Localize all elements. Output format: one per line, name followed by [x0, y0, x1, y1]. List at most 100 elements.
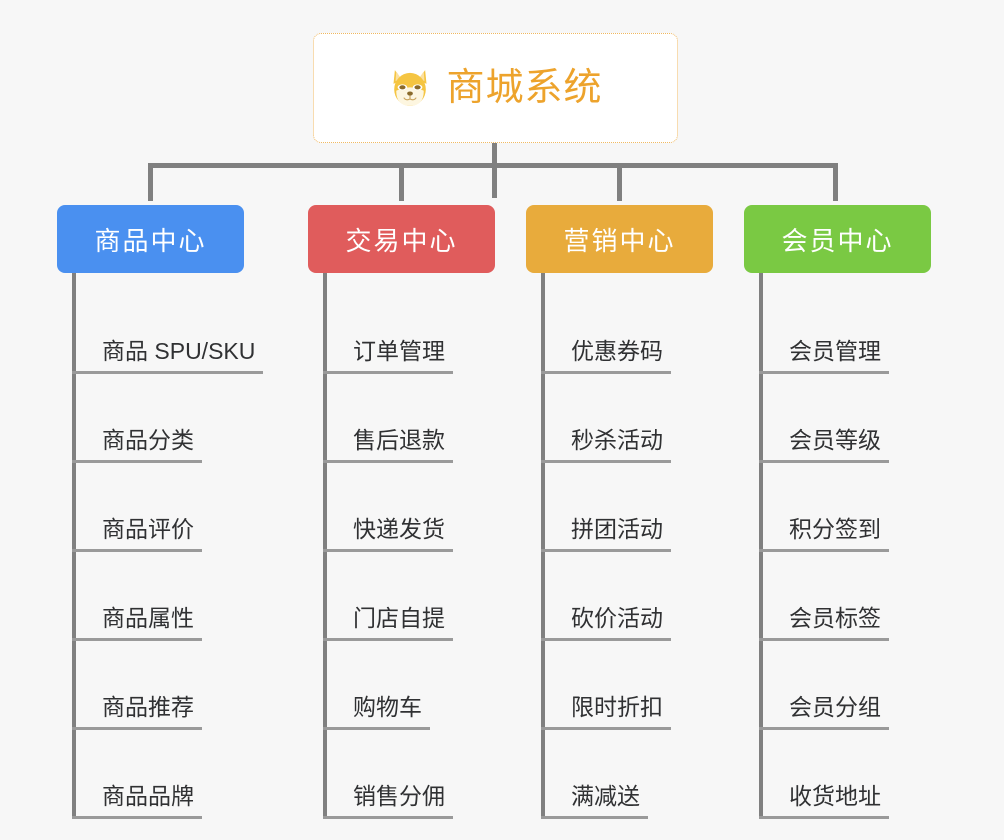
- leaf-item[interactable]: 商品品牌: [57, 730, 307, 819]
- leaf-underline: [541, 371, 671, 374]
- leaf-underline: [759, 727, 889, 730]
- leaf-underline: [541, 816, 648, 819]
- leaf-item[interactable]: 满减送: [526, 730, 744, 819]
- leaf-spine-3: [759, 273, 763, 819]
- connector-root-vertical: [492, 143, 497, 198]
- connector-drop-2: [617, 163, 622, 201]
- leaf-underline: [541, 460, 671, 463]
- category-box-3[interactable]: 会员中心: [744, 205, 931, 273]
- leaf-label: 秒杀活动: [571, 427, 663, 453]
- leaf-underline: [72, 371, 263, 374]
- leaf-label: 积分签到: [789, 516, 881, 542]
- category-label-1: 交易中心: [345, 225, 458, 256]
- leaf-item[interactable]: 商品分类: [57, 374, 307, 463]
- leaf-underline: [72, 816, 202, 819]
- leaf-underline: [541, 549, 671, 552]
- leaf-spine-0: [72, 273, 76, 819]
- leaf-label: 售后退款: [353, 427, 445, 453]
- leaf-label: 拼团活动: [571, 516, 663, 542]
- leaf-label: 商品 SPU/SKU: [102, 338, 256, 364]
- category-box-2[interactable]: 营销中心: [526, 205, 713, 273]
- branch-column-0: 商品中心 商品 SPU/SKU 商品分类 商品评价 商品属性 商品推荐: [57, 205, 307, 819]
- leaf-item[interactable]: 商品属性: [57, 552, 307, 641]
- leaf-label: 商品评价: [102, 516, 194, 542]
- leaf-list-3: 会员管理 会员等级 积分签到 会员标签 会员分组 收货地址: [744, 273, 962, 819]
- leaf-label: 会员分组: [789, 694, 881, 720]
- leaf-item[interactable]: 限时折扣: [526, 641, 744, 730]
- leaf-item[interactable]: 门店自提: [308, 552, 526, 641]
- leaf-label: 商品品牌: [102, 783, 194, 809]
- leaf-underline: [759, 460, 889, 463]
- connector-drop-0: [148, 163, 153, 201]
- leaf-item[interactable]: 会员等级: [744, 374, 962, 463]
- leaf-underline: [541, 638, 671, 641]
- leaf-underline: [72, 638, 202, 641]
- leaf-list-1: 订单管理 售后退款 快递发货 门店自提 购物车 销售分佣: [308, 273, 526, 819]
- leaf-item[interactable]: 快递发货: [308, 463, 526, 552]
- leaf-label: 商品分类: [102, 427, 194, 453]
- leaf-label: 快递发货: [353, 516, 445, 542]
- leaf-item[interactable]: 商品推荐: [57, 641, 307, 730]
- leaf-label: 砍价活动: [571, 605, 663, 631]
- leaf-label: 会员管理: [789, 338, 881, 364]
- leaf-spine-2: [541, 273, 545, 819]
- leaf-item[interactable]: 订单管理: [308, 285, 526, 374]
- leaf-item[interactable]: 秒杀活动: [526, 374, 744, 463]
- leaf-item[interactable]: 购物车: [308, 641, 526, 730]
- leaf-underline: [759, 816, 889, 819]
- root-title: 商城系统: [446, 67, 603, 109]
- leaf-label: 购物车: [353, 694, 422, 720]
- category-label-2: 营销中心: [563, 225, 676, 256]
- leaf-label: 商品推荐: [102, 694, 194, 720]
- leaf-underline: [323, 371, 453, 374]
- branch-column-2: 营销中心 优惠券码 秒杀活动 拼团活动 砍价活动 限时折扣: [526, 205, 744, 819]
- category-box-0[interactable]: 商品中心: [57, 205, 244, 273]
- leaf-item[interactable]: 砍价活动: [526, 552, 744, 641]
- leaf-item[interactable]: 会员管理: [744, 285, 962, 374]
- leaf-underline: [72, 549, 202, 552]
- leaf-underline: [323, 816, 453, 819]
- leaf-underline: [541, 727, 671, 730]
- leaf-label: 满减送: [571, 783, 640, 809]
- connector-horizontal-bus: [148, 163, 838, 168]
- leaf-label: 收货地址: [789, 783, 881, 809]
- leaf-spine-1: [323, 273, 327, 819]
- leaf-label: 会员标签: [789, 605, 881, 631]
- branch-column-3: 会员中心 会员管理 会员等级 积分签到 会员标签 会员分组: [744, 205, 962, 819]
- leaf-label: 订单管理: [353, 338, 445, 364]
- leaf-label: 限时折扣: [571, 694, 663, 720]
- leaf-item[interactable]: 优惠券码: [526, 285, 744, 374]
- category-box-1[interactable]: 交易中心: [308, 205, 495, 273]
- leaf-item[interactable]: 拼团活动: [526, 463, 744, 552]
- leaf-underline: [759, 371, 889, 374]
- leaf-label: 会员等级: [789, 427, 881, 453]
- leaf-underline: [759, 638, 889, 641]
- category-label-0: 商品中心: [94, 225, 207, 256]
- connector-drop-1: [399, 163, 404, 201]
- leaf-underline: [323, 460, 453, 463]
- branch-column-1: 交易中心 订单管理 售后退款 快递发货 门店自提 购物车: [308, 205, 526, 819]
- leaf-label: 优惠券码: [571, 338, 663, 364]
- leaf-underline: [323, 549, 453, 552]
- root-node[interactable]: 商城系统: [313, 33, 678, 143]
- leaf-item[interactable]: 会员分组: [744, 641, 962, 730]
- leaf-item[interactable]: 积分签到: [744, 463, 962, 552]
- leaf-underline: [759, 549, 889, 552]
- leaf-list-0: 商品 SPU/SKU 商品分类 商品评价 商品属性 商品推荐 商品品牌: [57, 273, 307, 819]
- leaf-label: 门店自提: [353, 605, 445, 631]
- shiba-dog-face-icon: [393, 70, 427, 108]
- leaf-item[interactable]: 售后退款: [308, 374, 526, 463]
- leaf-underline: [72, 460, 202, 463]
- leaf-list-2: 优惠券码 秒杀活动 拼团活动 砍价活动 限时折扣 满减送: [526, 273, 744, 819]
- category-label-3: 会员中心: [781, 225, 894, 256]
- connector-drop-3: [833, 163, 838, 201]
- leaf-item[interactable]: 销售分佣: [308, 730, 526, 819]
- leaf-item[interactable]: 会员标签: [744, 552, 962, 641]
- leaf-item[interactable]: 收货地址: [744, 730, 962, 819]
- leaf-underline: [323, 638, 453, 641]
- leaf-item[interactable]: 商品 SPU/SKU: [57, 285, 307, 374]
- leaf-item[interactable]: 商品评价: [57, 463, 307, 552]
- leaf-label: 销售分佣: [353, 783, 445, 809]
- leaf-underline: [72, 727, 202, 730]
